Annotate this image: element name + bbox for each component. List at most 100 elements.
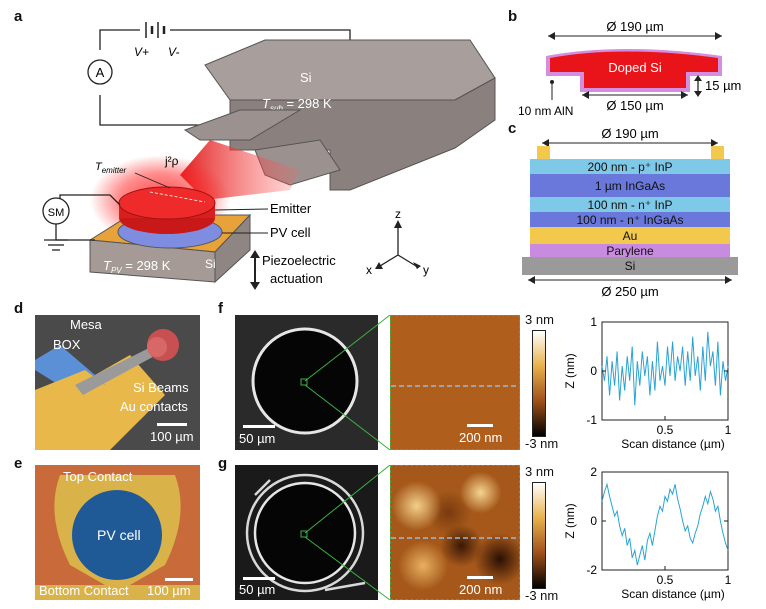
profile-line	[601, 331, 729, 406]
si-substrate-top	[204, 39, 496, 101]
doped-si-label: Doped Si	[608, 60, 662, 75]
panel-f-scale-afm: 200 nm	[459, 430, 503, 445]
scale-bar	[467, 576, 493, 579]
panel-b-diagram: Ø 190 µm Doped Si 15 µm Ø 150 µm 10 nm A…	[518, 19, 741, 118]
pv-substrate-side	[214, 213, 251, 284]
panel-c-dim-top: Ø 190 µm	[542, 126, 718, 147]
panel-label-f: f	[218, 300, 223, 317]
scale-bar	[467, 424, 493, 427]
layer-3: 100 nm - n⁺ InGaAs	[530, 212, 730, 227]
panel-e-sem-image: Top Contact PV cell Bottom Contact 100 µ…	[35, 465, 200, 600]
y-axis-label: Z (nm)	[563, 503, 577, 538]
piezo-arrow-icon	[250, 250, 260, 290]
scale-bar	[243, 577, 275, 580]
ground-wire	[55, 224, 95, 241]
piezo-label-2: actuation	[270, 271, 323, 286]
y-tick-label: 1	[590, 315, 597, 329]
top-contact-label: Top Contact	[63, 469, 133, 484]
axis-y-label: y	[423, 263, 429, 277]
panel-g-zoom-lines	[304, 465, 391, 600]
layer-5: Parylene	[530, 244, 730, 257]
panel-label-c: c	[508, 120, 517, 137]
si-pv-label: Si	[205, 257, 216, 271]
panel-f-colorbar	[532, 330, 546, 437]
plot-frame	[601, 471, 729, 571]
panel-e-scale: 100 µm	[147, 583, 191, 598]
y-tick-label: -2	[586, 563, 597, 577]
panel-g-scale-left: 50 µm	[239, 582, 276, 597]
panel-d-scale: 100 µm	[150, 429, 194, 444]
battery-icon	[145, 22, 166, 38]
au-contacts-label: Au contacts	[120, 399, 188, 414]
layer-6: Si	[522, 257, 738, 275]
profile-line	[601, 482, 729, 566]
height-arrow-icon	[694, 75, 702, 97]
y-tick-label: -1	[586, 413, 597, 427]
panel-label-a: a	[14, 8, 23, 25]
bottom-contact-label: Bottom Contact	[39, 583, 129, 598]
plot-frame	[601, 321, 729, 421]
box-label: BOX	[53, 337, 81, 352]
panel-f-cbar-bottom: -3 nm	[525, 436, 559, 451]
ammeter-label: A	[96, 65, 105, 80]
si-arm	[183, 109, 302, 141]
y-tick-label: 0	[590, 514, 597, 528]
panel-f-zoom-lines	[304, 315, 391, 450]
panel-g-colorbar	[532, 482, 546, 589]
axis-x-label: x	[366, 263, 372, 277]
panel-g-cbar-top: 3 nm	[525, 464, 554, 479]
xyz-axes-icon	[375, 220, 421, 269]
pv-cell-sem-label: PV cell	[97, 527, 141, 543]
layer-0: 200 nm - p⁺ InP	[530, 159, 730, 174]
panel-label-g: g	[218, 455, 228, 472]
panel-d-sem-image: Mesa BOX Si Beams Au contacts 100 µm	[35, 315, 200, 450]
layer-4: Au	[530, 227, 730, 244]
y-axis-label: Z (nm)	[563, 353, 577, 388]
x-axis-label: Scan distance (µm)	[621, 437, 725, 451]
panel-b-bottom-dim: Ø 150 µm	[606, 98, 663, 113]
ammeter-icon	[87, 59, 113, 85]
t-pv-symbol: T	[103, 258, 112, 273]
t-pv-value: = 298 K	[122, 258, 171, 273]
svg-text:TPV = 298 K: TPV = 298 K	[103, 258, 171, 275]
scale-bar	[157, 423, 187, 426]
x-tick-label: 0.5	[657, 423, 674, 437]
piezo-label-1: Piezoelectric	[262, 253, 336, 268]
mesa-label: Mesa	[70, 317, 102, 332]
doped-si-body	[550, 51, 718, 88]
battery-minus-label: V-	[168, 45, 180, 59]
scale-bar	[165, 578, 193, 581]
panel-label-d: d	[14, 300, 24, 317]
panel-label-b: b	[508, 8, 518, 25]
panel-c-dim-bottom: Ø 250 µm	[528, 276, 732, 299]
battery-plus-label: V+	[134, 45, 149, 59]
svg-text:Tsub = 298 K: Tsub = 298 K	[262, 96, 332, 113]
y-tick-label: 0	[590, 364, 597, 378]
y-tick-label: 2	[590, 465, 597, 479]
panel-g-cbar-bottom: -3 nm	[525, 588, 559, 603]
t-sub-value: = 298 K	[283, 96, 332, 111]
svg-text:Temitter: Temitter	[95, 161, 127, 175]
panel-f-afm-image: 200 nm	[390, 315, 520, 450]
t-sub-subscript: sub	[270, 104, 283, 113]
si-substrate-label: Si	[300, 70, 312, 85]
x-tick-label: 1	[725, 573, 732, 587]
t-emitter-symbol: T	[95, 161, 103, 173]
t-emitter-subscript: emitter	[102, 166, 127, 175]
panel-label-e: e	[14, 455, 23, 472]
layer-2: 100 nm - n⁺ InP	[530, 197, 730, 212]
panel-c-bottom-dim: Ø 250 µm	[601, 284, 658, 299]
emitter-disc-top	[118, 186, 216, 220]
circuit-wire	[99, 95, 235, 126]
panel-f-scale-left: 50 µm	[239, 431, 276, 446]
circuit-wire	[99, 29, 140, 50]
si-beams-label: Si Beams	[133, 380, 189, 395]
layer-1: 1 µm InGaAs	[530, 174, 730, 197]
t-pv-subscript: PV	[111, 266, 122, 275]
joule-heating-label: j²ρ	[164, 154, 179, 168]
panel-b-height: 15 µm	[705, 78, 741, 93]
panel-g-afm-image: 200 nm	[390, 465, 520, 600]
panel-g-scale-afm: 200 nm	[459, 582, 503, 597]
